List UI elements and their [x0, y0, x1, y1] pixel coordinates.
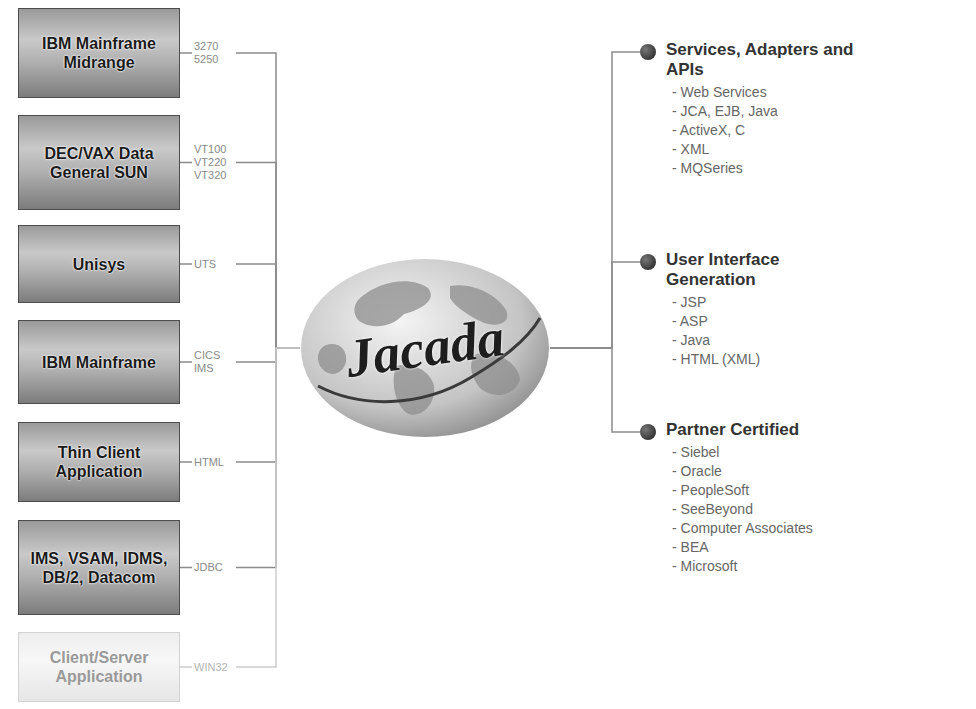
system-name: DEC/VAX Data General SUN: [27, 144, 171, 182]
connector-line: [180, 163, 300, 349]
system-name: IBM Mainframe: [42, 353, 156, 372]
system-name: IBM Mainframe Midrange: [27, 34, 171, 72]
protocol-label: JDBC: [192, 560, 236, 575]
system-box: IBM Mainframe: [18, 320, 180, 404]
group-heading: Services, Adapters and APIs: [666, 40, 866, 80]
globe-continent: [318, 344, 346, 374]
list-item: - Computer Associates: [666, 519, 968, 538]
list-item: - BEA: [666, 538, 968, 557]
connector-line: [180, 264, 300, 348]
list-item: - Oracle: [666, 462, 968, 481]
protocol-label: VT100 VT220 VT320: [192, 142, 236, 183]
protocol-label: UTS: [192, 257, 236, 272]
list-item: - Java: [666, 331, 968, 350]
system-name: Client/Server Application: [27, 648, 171, 686]
list-item: - ASP: [666, 312, 968, 331]
protocol-label: CICS IMS: [192, 348, 236, 376]
system-name: IMS, VSAM, IDMS, DB/2, Datacom: [27, 549, 171, 587]
bullet-dot: [640, 44, 656, 60]
connector-line: [550, 348, 640, 432]
system-box: IMS, VSAM, IDMS, DB/2, Datacom: [18, 520, 180, 615]
bullet-dot: [640, 254, 656, 270]
protocol-label: WIN32: [192, 660, 236, 675]
list-item: - MQSeries: [666, 159, 968, 178]
connector-line: [550, 52, 640, 348]
list-item: - Siebel: [666, 443, 968, 462]
connector-line: [550, 262, 640, 348]
system-box: Thin Client Application: [18, 422, 180, 502]
connector-line: [180, 348, 300, 568]
list-item: - ActiveX, C: [666, 121, 968, 140]
list-item: - XML: [666, 140, 968, 159]
list-item: - JSP: [666, 293, 968, 312]
list-item: - PeopleSoft: [666, 481, 968, 500]
bullet-dot: [640, 424, 656, 440]
connector-line: [180, 348, 300, 462]
system-box: Client/Server Application: [18, 632, 180, 702]
capability-group: Partner Certified - Siebel- Oracle- Peopl…: [640, 420, 968, 576]
protocol-label: HTML: [192, 455, 236, 470]
connector-line: [180, 53, 300, 348]
list-item: - SeeBeyond: [666, 500, 968, 519]
group-heading: User Interface Generation: [666, 250, 866, 290]
list-item: - Microsoft: [666, 557, 968, 576]
list-item: - Web Services: [666, 83, 968, 102]
protocol-label: 3270 5250: [192, 39, 236, 67]
list-item: - HTML (XML): [666, 350, 968, 369]
globe-logo: Jacada: [300, 258, 550, 438]
list-item: - JCA, EJB, Java: [666, 102, 968, 121]
connector-line: [180, 348, 300, 667]
system-name: Thin Client Application: [27, 443, 171, 481]
system-box: Unisys: [18, 225, 180, 303]
group-heading: Partner Certified: [666, 420, 866, 440]
capability-group: User Interface Generation - JSP- ASP- Jav…: [640, 250, 968, 369]
system-box: IBM Mainframe Midrange: [18, 8, 180, 98]
system-name: Unisys: [73, 255, 125, 274]
system-box: DEC/VAX Data General SUN: [18, 115, 180, 210]
capability-group: Services, Adapters and APIs - Web Service…: [640, 40, 968, 178]
